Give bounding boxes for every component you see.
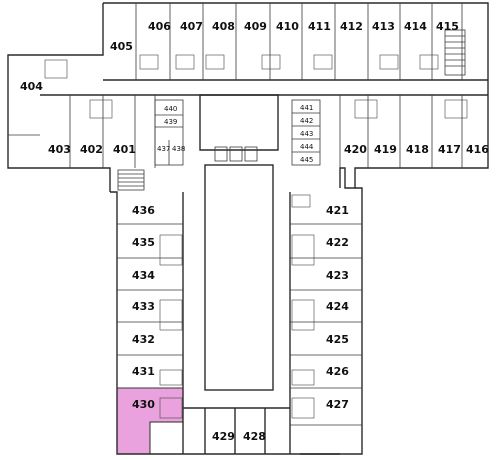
label-442[interactable]: 442 — [300, 117, 313, 125]
south-left-dividers — [117, 223, 183, 389]
label-433[interactable]: 433 — [132, 300, 155, 313]
small-rooms-left — [154, 99, 184, 166]
label-423[interactable]: 423 — [326, 269, 349, 282]
room-labels: 406 407 408 409 410 411 412 413 414 415 … — [20, 20, 489, 443]
south-wing-right-wall — [300, 187, 363, 455]
label-418[interactable]: 418 — [406, 143, 429, 156]
label-441[interactable]: 441 — [300, 104, 313, 112]
stairs-left — [117, 169, 145, 191]
label-428[interactable]: 428 — [243, 430, 266, 443]
label-404[interactable]: 404 — [20, 80, 43, 93]
label-425[interactable]: 425 — [326, 333, 349, 346]
label-401[interactable]: 401 — [113, 143, 136, 156]
south-right-dividers — [290, 223, 362, 426]
label-445[interactable]: 445 — [300, 156, 313, 164]
label-429[interactable]: 429 — [212, 430, 235, 443]
label-422[interactable]: 422 — [326, 236, 349, 249]
label-427[interactable]: 427 — [326, 398, 349, 411]
small-room-labels: 440 439 438 437 441 442 443 444 445 — [157, 104, 314, 164]
label-432[interactable]: 432 — [132, 333, 155, 346]
label-409[interactable]: 409 — [244, 20, 267, 33]
label-403[interactable]: 403 — [48, 143, 71, 156]
label-434[interactable]: 434 — [132, 269, 155, 282]
label-420[interactable]: 420 — [344, 143, 367, 156]
label-407[interactable]: 407 — [180, 20, 203, 33]
label-421[interactable]: 421 — [326, 204, 349, 217]
label-430[interactable]: 430 — [132, 398, 155, 411]
label-431[interactable]: 431 — [132, 365, 155, 378]
label-411[interactable]: 411 — [308, 20, 331, 33]
label-413[interactable]: 413 — [372, 20, 395, 33]
label-443[interactable]: 443 — [300, 130, 313, 138]
label-414[interactable]: 414 — [404, 20, 427, 33]
label-405[interactable]: 405 — [110, 40, 133, 53]
label-416[interactable]: 416 — [466, 143, 489, 156]
top-room-dividers — [135, 3, 463, 80]
label-424[interactable]: 424 — [326, 300, 349, 313]
label-419[interactable]: 419 — [374, 143, 397, 156]
elevators — [214, 146, 258, 162]
central-courtyard — [204, 164, 274, 391]
label-444[interactable]: 444 — [300, 143, 314, 151]
label-439[interactable]: 439 — [164, 118, 177, 126]
north-wing-left-outline — [7, 3, 111, 192]
small-rooms-right — [291, 99, 321, 166]
north-lower-room-dividers — [8, 95, 463, 168]
south-end-walls — [182, 408, 291, 454]
label-437[interactable]: 437 — [157, 145, 170, 153]
south-wing-left-wall — [110, 191, 150, 455]
label-408[interactable]: 408 — [212, 20, 235, 33]
label-417[interactable]: 417 — [438, 143, 461, 156]
label-410[interactable]: 410 — [276, 20, 299, 33]
label-406[interactable]: 406 — [148, 20, 171, 33]
stairs-right — [444, 29, 466, 76]
label-436[interactable]: 436 — [132, 204, 155, 217]
label-426[interactable]: 426 — [326, 365, 349, 378]
bathroom-fixtures — [44, 54, 468, 419]
label-412[interactable]: 412 — [340, 20, 363, 33]
label-440[interactable]: 440 — [164, 105, 177, 113]
label-415[interactable]: 415 — [436, 20, 459, 33]
label-435[interactable]: 435 — [132, 236, 155, 249]
label-438[interactable]: 438 — [172, 145, 185, 153]
label-402[interactable]: 402 — [80, 143, 103, 156]
central-core — [199, 94, 279, 151]
